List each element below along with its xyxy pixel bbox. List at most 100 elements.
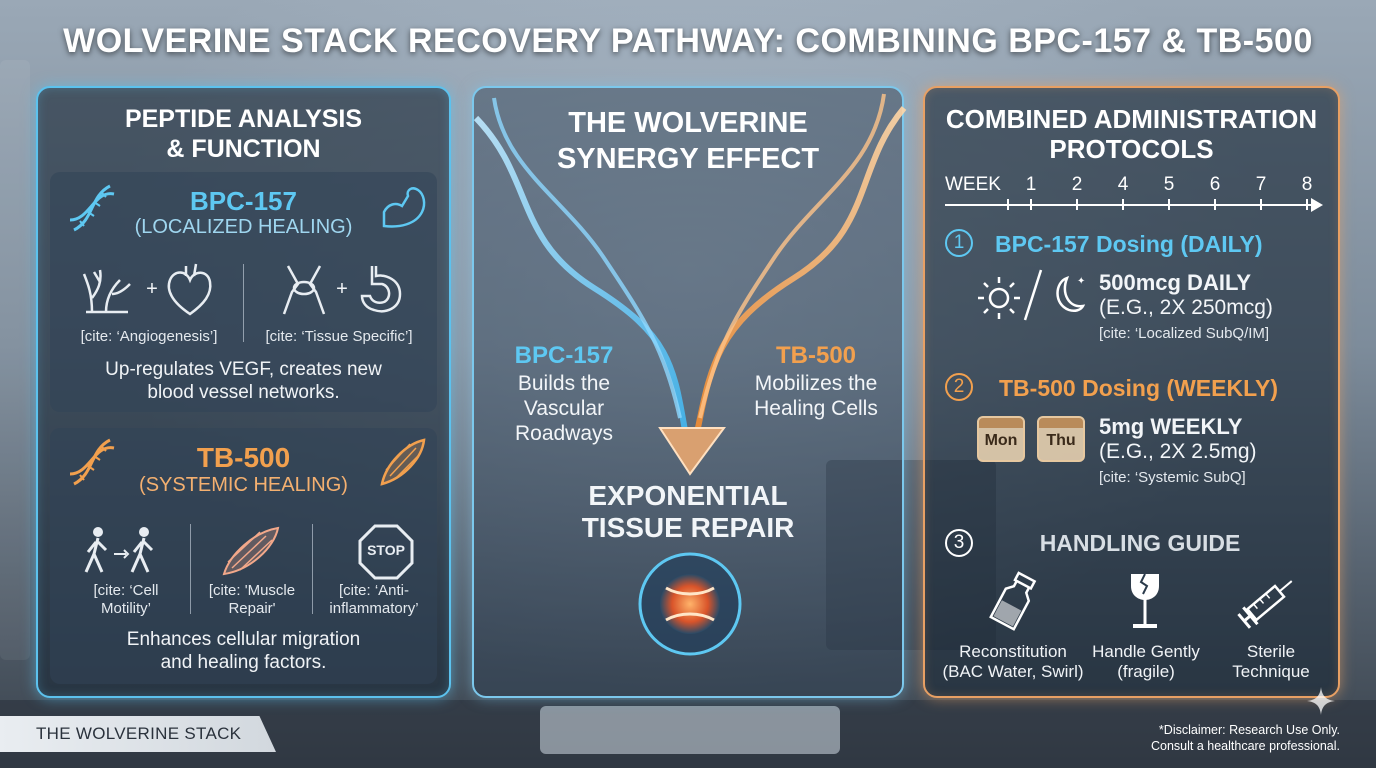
- week-tick-label: 5: [1163, 174, 1175, 195]
- sparkle-icon: [1307, 687, 1335, 715]
- week-tick-mark: [1260, 199, 1262, 210]
- handling-gently-line2: (fragile): [1117, 662, 1175, 681]
- protocols-title-line2: PROTOCOLS: [1049, 134, 1214, 164]
- disclaimer-line2: Consult a healthcare professional.: [1150, 739, 1340, 753]
- result-line2: TISSUE REPAIR: [581, 512, 795, 543]
- background-cabinet-left: [0, 60, 30, 660]
- synergy-effect-panel: THE WOLVERINE SYNERGY EFFECT BPC-157 Bui…: [472, 86, 907, 698]
- week-tick-mark: [1076, 199, 1078, 210]
- timeline-arrowhead: [1311, 198, 1323, 212]
- muscle-fiber-icon: [222, 526, 280, 576]
- divider: [312, 524, 313, 614]
- muscle-fiber-orange-icon: [380, 438, 426, 486]
- synergy-title-line2: SYNERGY EFFECT: [556, 143, 820, 175]
- step-number-2-label: 2: [953, 376, 965, 397]
- background-console: [540, 706, 840, 754]
- handling-sterile-line2: Technique: [1232, 662, 1310, 681]
- week-tick-mark: [1030, 199, 1032, 210]
- bpc-cite-angiogenesis: [cite: ‘Angiogenesis’]: [80, 328, 218, 345]
- week-tick-mark: [1122, 199, 1124, 210]
- week-tick-mark: [1306, 199, 1308, 210]
- flexed-arm-icon: [382, 187, 426, 228]
- bpc-157-card: BPC-157 (LOCALIZED HEALING) + + [cite: ‘…: [50, 172, 437, 412]
- week-tick-mark: [1007, 199, 1009, 210]
- bpc-dose-split: (E.G., 2X 250mcg): [1099, 296, 1273, 319]
- calendar-top: [979, 418, 1023, 428]
- blood-vessels-icon: [82, 269, 131, 314]
- bpc-admin-cite: [cite: ‘Localized SubQ/IM]: [1099, 325, 1270, 342]
- plus-sign: +: [336, 278, 348, 300]
- bpc-role-line3: Roadways: [514, 422, 614, 445]
- week-tick-label: 6: [1209, 174, 1221, 195]
- handling-reconstitution-line1: Reconstitution: [959, 642, 1067, 661]
- week-tick-mark: [1214, 199, 1216, 210]
- step-number-1-label: 1: [953, 232, 965, 253]
- calendar-thursday-icon: Thu: [1037, 416, 1085, 462]
- result-line1: EXPONENTIAL: [588, 480, 788, 511]
- knee-joint-icon: [282, 265, 326, 315]
- svg-text:✦: ✦: [1077, 276, 1085, 287]
- tb-cite-anti-inflammatory-line1: [cite: ‘Anti-: [338, 582, 410, 599]
- disclaimer-line1: *Disclaimer: Research Use Only.: [1158, 723, 1340, 737]
- bpc-dosing-heading: BPC-157 Dosing (DAILY): [995, 231, 1263, 257]
- heart-icon: [167, 263, 212, 316]
- week-timeline: WEEK 1 2 4 5 6 7 8: [945, 174, 1323, 214]
- brand-badge: THE WOLVERINE STACK: [0, 716, 276, 752]
- peptide-analysis-panel: PEPTIDE ANALYSIS & FUNCTION BPC-157 (LOC…: [36, 86, 451, 698]
- step-number-3: 3: [945, 529, 973, 557]
- dna-helix-illustration: [473, 93, 907, 656]
- tb-role-line2: Healing Cells: [754, 397, 878, 420]
- administration-protocols-panel: COMBINED ADMINISTRATION PROTOCOLS WEEK 1…: [923, 86, 1340, 698]
- bpc-description-line1: Up-regulates VEGF, creates new: [105, 359, 382, 380]
- step-number-3-label: 3: [953, 532, 965, 553]
- tb-role-line1: Mobilizes the: [754, 372, 878, 395]
- panel-title-line1: PEPTIDE ANALYSIS: [124, 105, 363, 133]
- divider: [243, 264, 244, 342]
- handling-sterile-line1: Sterile: [1246, 642, 1296, 661]
- tb-description-line2: and healing factors.: [160, 652, 327, 673]
- bpc-cite-tissue-specific: [cite: ‘Tissue Specific’]: [265, 328, 413, 345]
- step-number-2: 2: [945, 373, 973, 401]
- week-tick-label: 7: [1255, 174, 1267, 195]
- week-tick-label: 1: [1025, 174, 1037, 195]
- tb-cite-cell-motility-line1: [cite: ‘Cell: [93, 582, 159, 599]
- plus-sign: +: [146, 278, 158, 300]
- stop-sign-icon: [358, 524, 414, 580]
- bpc-name: BPC-157: [190, 186, 297, 216]
- sun-icon: [978, 277, 1020, 319]
- tb-description-line1: Enhances cellular migration: [126, 629, 361, 650]
- walking-people-icon: [84, 527, 154, 573]
- calendar-top: [1039, 418, 1083, 428]
- bpc-description-line2: blood vessel networks.: [147, 382, 340, 403]
- bpc-dose: 500mcg DAILY: [1099, 270, 1252, 295]
- handling-gently-line1: Handle Gently: [1092, 642, 1200, 661]
- tb-type: (SYSTEMIC HEALING): [139, 474, 348, 496]
- timeline-label: WEEK: [945, 174, 1001, 195]
- tb-cite-anti-inflammatory-line2: inflammatory’: [329, 600, 419, 617]
- week-tick-label: 8: [1301, 174, 1313, 195]
- stomach-icon: [360, 266, 402, 313]
- vial-icon: [989, 571, 1037, 631]
- tb-dose: 5mg WEEKLY: [1099, 414, 1243, 439]
- tb-dosing-heading: TB-500 Dosing (WEEKLY): [999, 375, 1279, 401]
- panel-title-line2: & FUNCTION: [166, 135, 321, 163]
- bpc-type: (LOCALIZED HEALING): [134, 216, 353, 238]
- tb-dose-split: (E.G., 2X 2.5mg): [1099, 440, 1257, 463]
- syringe-icon: [1237, 580, 1293, 629]
- week-tick-label: 2: [1071, 174, 1083, 195]
- fragile-glass-icon: [1131, 573, 1159, 628]
- dna-orange-icon: [69, 438, 115, 486]
- calendar-thursday-label: Thu: [1046, 432, 1076, 449]
- calendar-monday-label: Mon: [984, 432, 1018, 449]
- bpc-label: BPC-157: [514, 342, 614, 369]
- tb-name: TB-500: [196, 442, 291, 473]
- tb-label: TB-500: [775, 342, 857, 369]
- tb-500-card: TB-500 (SYSTEMIC HEALING) STOP [cite: ‘C…: [50, 428, 437, 684]
- dna-blue-icon: [69, 184, 115, 232]
- tb-cite-muscle-repair-line2: Repair': [228, 600, 276, 617]
- tb-admin-cite: [cite: ‘Systemic SubQ]: [1099, 469, 1246, 486]
- week-tick-label: 4: [1117, 174, 1129, 195]
- page-title: WOLVERINE STACK RECOVERY PATHWAY: COMBIN…: [63, 22, 1313, 60]
- divider: [190, 524, 191, 614]
- timeline-axis: [945, 204, 1315, 206]
